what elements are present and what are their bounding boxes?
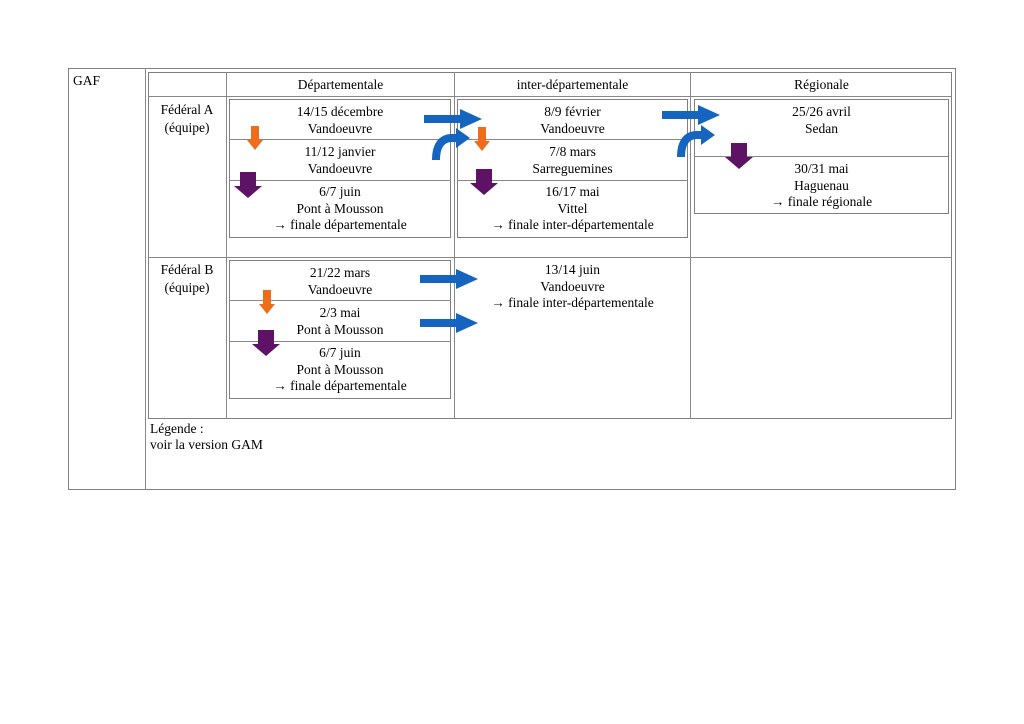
header-divider [148, 96, 952, 97]
row-label-federal-b: Fédéral B (équipe) [148, 261, 226, 297]
legend-text: voir la version GAM [150, 437, 263, 452]
event-note: → finale inter-départementale [491, 295, 654, 310]
event-place: Vandoeuvre [540, 120, 605, 136]
event-place: Haguenau [794, 177, 849, 193]
divider [229, 139, 451, 140]
legend-title: Légende : [150, 421, 204, 436]
event-date: 16/17 mai [545, 184, 600, 199]
row-label-line1: Fédéral A [160, 102, 214, 117]
event-cell: 14/15 décembre Vandoeuvre [229, 104, 451, 137]
legend: Légende : voir la version GAM [150, 421, 263, 453]
event-place: Sedan [805, 120, 838, 136]
col-divider-3 [690, 72, 691, 419]
event-date: 21/22 mars [309, 265, 371, 280]
federal-a-departementale-box [229, 99, 451, 238]
event-place: Vandoeuvre [307, 160, 373, 176]
row-label-federal-a: Fédéral A (équipe) [148, 101, 226, 137]
event-date: 25/26 avril [792, 104, 851, 119]
event-date: 6/7 juin [319, 184, 361, 199]
event-date: 30/31 mai [794, 161, 849, 176]
federal-a-inter-box [457, 99, 688, 238]
event-date: 8/9 février [544, 104, 601, 119]
event-place: Vandoeuvre [540, 278, 605, 294]
event-date: 6/7 juin [319, 345, 361, 360]
event-date: 11/12 janvier [304, 144, 376, 159]
event-note: → finale régionale [770, 194, 873, 209]
divider [229, 180, 451, 181]
col-header-regionale: Régionale [794, 77, 849, 92]
inner-table [148, 72, 952, 419]
event-place: Pont à Mousson [296, 200, 384, 216]
event-cell: 13/14 juin Vandoeuvre → finale inter-dép… [455, 262, 690, 312]
event-note: → finale inter-départementale [491, 217, 654, 232]
divider [457, 180, 688, 181]
event-place: Pont à Mousson [296, 321, 384, 337]
event-date: 7/8 mars [549, 144, 596, 159]
event-cell: 6/7 juin Pont à Mousson → finale départe… [229, 184, 451, 234]
event-cell: 6/7 juin Pont à Mousson → finale départe… [229, 345, 451, 395]
event-place: Vittel [557, 200, 588, 216]
row-label-line1: Fédéral B [160, 262, 214, 277]
event-date: 13/14 juin [544, 262, 601, 277]
event-cell: 7/8 mars Sarreguemines [457, 144, 688, 177]
col-divider-1 [226, 72, 227, 419]
event-date: 14/15 décembre [296, 104, 384, 119]
outer-frame [68, 68, 956, 490]
event-note: → finale départementale [273, 217, 407, 232]
divider [457, 139, 688, 140]
event-place: Vandoeuvre [307, 281, 373, 297]
event-date: 2/3 mai [319, 305, 361, 320]
federal-b-departementale-box [229, 260, 451, 399]
event-place: Sarreguemines [532, 160, 613, 176]
event-cell: 21/22 mars Vandoeuvre [229, 265, 451, 298]
event-cell: 8/9 février Vandoeuvre [457, 104, 688, 137]
event-cell: 2/3 mai Pont à Mousson [229, 305, 451, 338]
divider [229, 300, 451, 301]
event-place: Vandoeuvre [307, 120, 373, 136]
event-cell: 25/26 avril Sedan [694, 104, 949, 137]
col-header-departementale: Départementale [297, 77, 384, 92]
col-header-inter: inter-départementale [516, 77, 629, 92]
gaf-label: GAF [73, 73, 101, 88]
outer-divider [145, 68, 146, 490]
event-cell: 16/17 mai Vittel → finale inter-départem… [457, 184, 688, 234]
col-divider-2 [454, 72, 455, 419]
row-label-line2: (équipe) [164, 120, 210, 135]
row-divider [148, 257, 952, 258]
event-note: → finale départementale [273, 378, 407, 393]
event-cell: 30/31 mai Haguenau → finale régionale [694, 161, 949, 211]
divider [694, 156, 949, 157]
event-cell: 11/12 janvier Vandoeuvre [229, 144, 451, 177]
divider [229, 341, 451, 342]
event-place: Pont à Mousson [296, 361, 384, 377]
row-label-line2: (équipe) [164, 280, 210, 295]
